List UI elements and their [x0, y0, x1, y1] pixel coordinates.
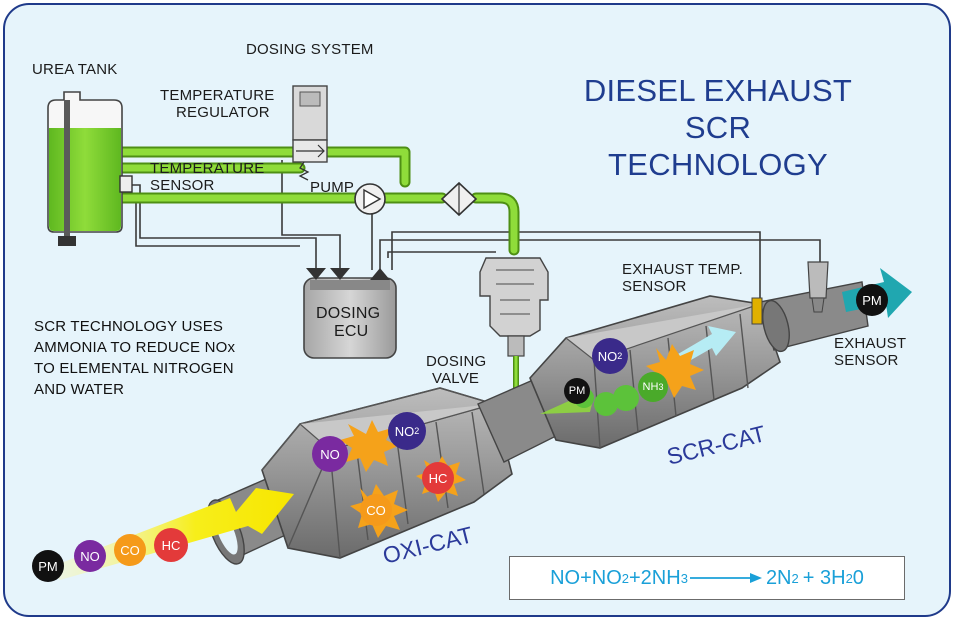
dosing-system-label: DOSING SYSTEM: [246, 41, 374, 58]
equation-sub-4: 2: [845, 570, 853, 586]
equation-sub-1: 2: [621, 570, 629, 586]
filter-symbol: [440, 181, 478, 217]
temperature-regulator-label-1: TEMPERATURE: [160, 87, 275, 104]
molecule-pm: PM: [32, 550, 64, 582]
urea-tank: [47, 91, 133, 246]
reaction-arrow-icon: [689, 573, 762, 583]
equation-part-4: + 3H: [802, 566, 846, 589]
equation-part-3: 2N: [765, 566, 792, 589]
urea-tank-label: UREA TANK: [32, 61, 118, 78]
molecule-no: NO: [74, 540, 106, 572]
temperature-sensor-label-1: TEMPERATURE: [150, 160, 265, 177]
molecule-oxi-co: CO: [360, 494, 392, 526]
pump-symbol: [354, 183, 386, 215]
exhaust-sensor-label-1: EXHAUST: [834, 335, 907, 352]
molecule-hc: HC: [154, 528, 188, 562]
description-line-3: TO ELEMENTAL NITROGEN: [34, 360, 234, 377]
exhaust-temp-sensor-label-2: SENSOR: [622, 278, 687, 295]
equation-sub-2: 3: [680, 570, 688, 586]
temperature-regulator-label-2: REGULATOR: [176, 104, 270, 121]
temperature-sensor-label-2: SENSOR: [150, 177, 215, 194]
dosing-ecu: [303, 268, 397, 359]
title-line-1: DIESEL EXHAUST SCR: [583, 73, 853, 145]
scr-description: SCR TECHNOLOGY USES AMMONIA TO REDUCE NO…: [34, 316, 294, 400]
title-line-2: TECHNOLOGY: [607, 147, 829, 182]
description-line-1: SCR TECHNOLOGY USES: [34, 318, 224, 335]
equation-part-1: NO+NO: [550, 566, 622, 589]
dosing-ecu-label-2: ECU: [334, 323, 369, 340]
exhaust-sensor-label-2: SENSOR: [834, 352, 899, 369]
dosing-ecu-label-1: DOSING: [316, 305, 381, 322]
description-line-4: AND WATER: [34, 381, 125, 398]
diagram-title: DIESEL EXHAUST SCR TECHNOLOGY: [548, 72, 888, 183]
pump-label: PUMP: [310, 179, 355, 196]
dosing-valve-label-1: DOSING: [426, 353, 487, 370]
exhaust-temp-sensor-label-1: EXHAUST TEMP.: [622, 261, 743, 278]
molecule-outlet-pm: PM: [856, 284, 888, 316]
molecule-scr-pm: PM: [564, 378, 590, 404]
equation-part-5: 0: [852, 566, 864, 589]
molecule-oxi-no: NO: [312, 436, 348, 472]
description-line-2: AMMONIA TO REDUCE NOx: [34, 339, 236, 356]
temperature-regulator-valve: [292, 85, 328, 181]
dosing-valve-label-2: VALVE: [432, 370, 480, 387]
equation-sub-3: 2: [791, 570, 799, 586]
equation-part-2: +2NH: [629, 566, 681, 589]
molecule-co: CO: [114, 534, 146, 566]
molecule-oxi-hc: HC: [422, 462, 454, 494]
